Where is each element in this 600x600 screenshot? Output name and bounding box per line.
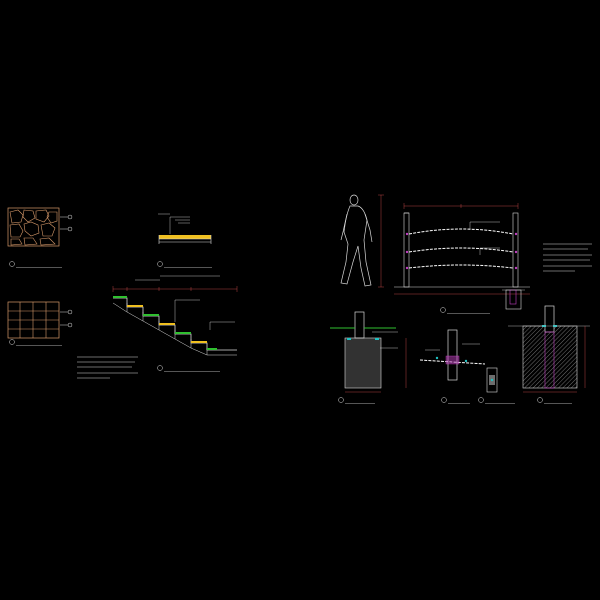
stair-section xyxy=(112,275,238,372)
brick-paving-plan xyxy=(7,301,73,346)
pavement-section xyxy=(157,213,212,268)
joint-detail xyxy=(419,329,486,404)
fence-elevation xyxy=(394,203,530,314)
caption-brick-paving-plan xyxy=(9,339,62,346)
stair-notes xyxy=(77,356,138,379)
caption-footing-section-left xyxy=(338,397,375,404)
footing-section-right xyxy=(508,305,590,404)
caption-stone-paving-plan xyxy=(9,261,62,268)
caption-fence-elevation xyxy=(440,307,490,314)
caption-joint-detail xyxy=(441,397,470,404)
caption-clip-detail xyxy=(478,397,515,404)
caption-stair-section xyxy=(157,365,220,372)
caption-pavement-section xyxy=(157,261,212,268)
caption-footing-section-right xyxy=(537,397,572,404)
fence-post-footing xyxy=(502,289,525,310)
footing-section-left xyxy=(330,311,407,404)
clip-detail xyxy=(478,367,515,404)
stone-paving-plan xyxy=(7,207,73,268)
scale-person-figure xyxy=(340,194,373,287)
fence-notes xyxy=(543,243,592,272)
